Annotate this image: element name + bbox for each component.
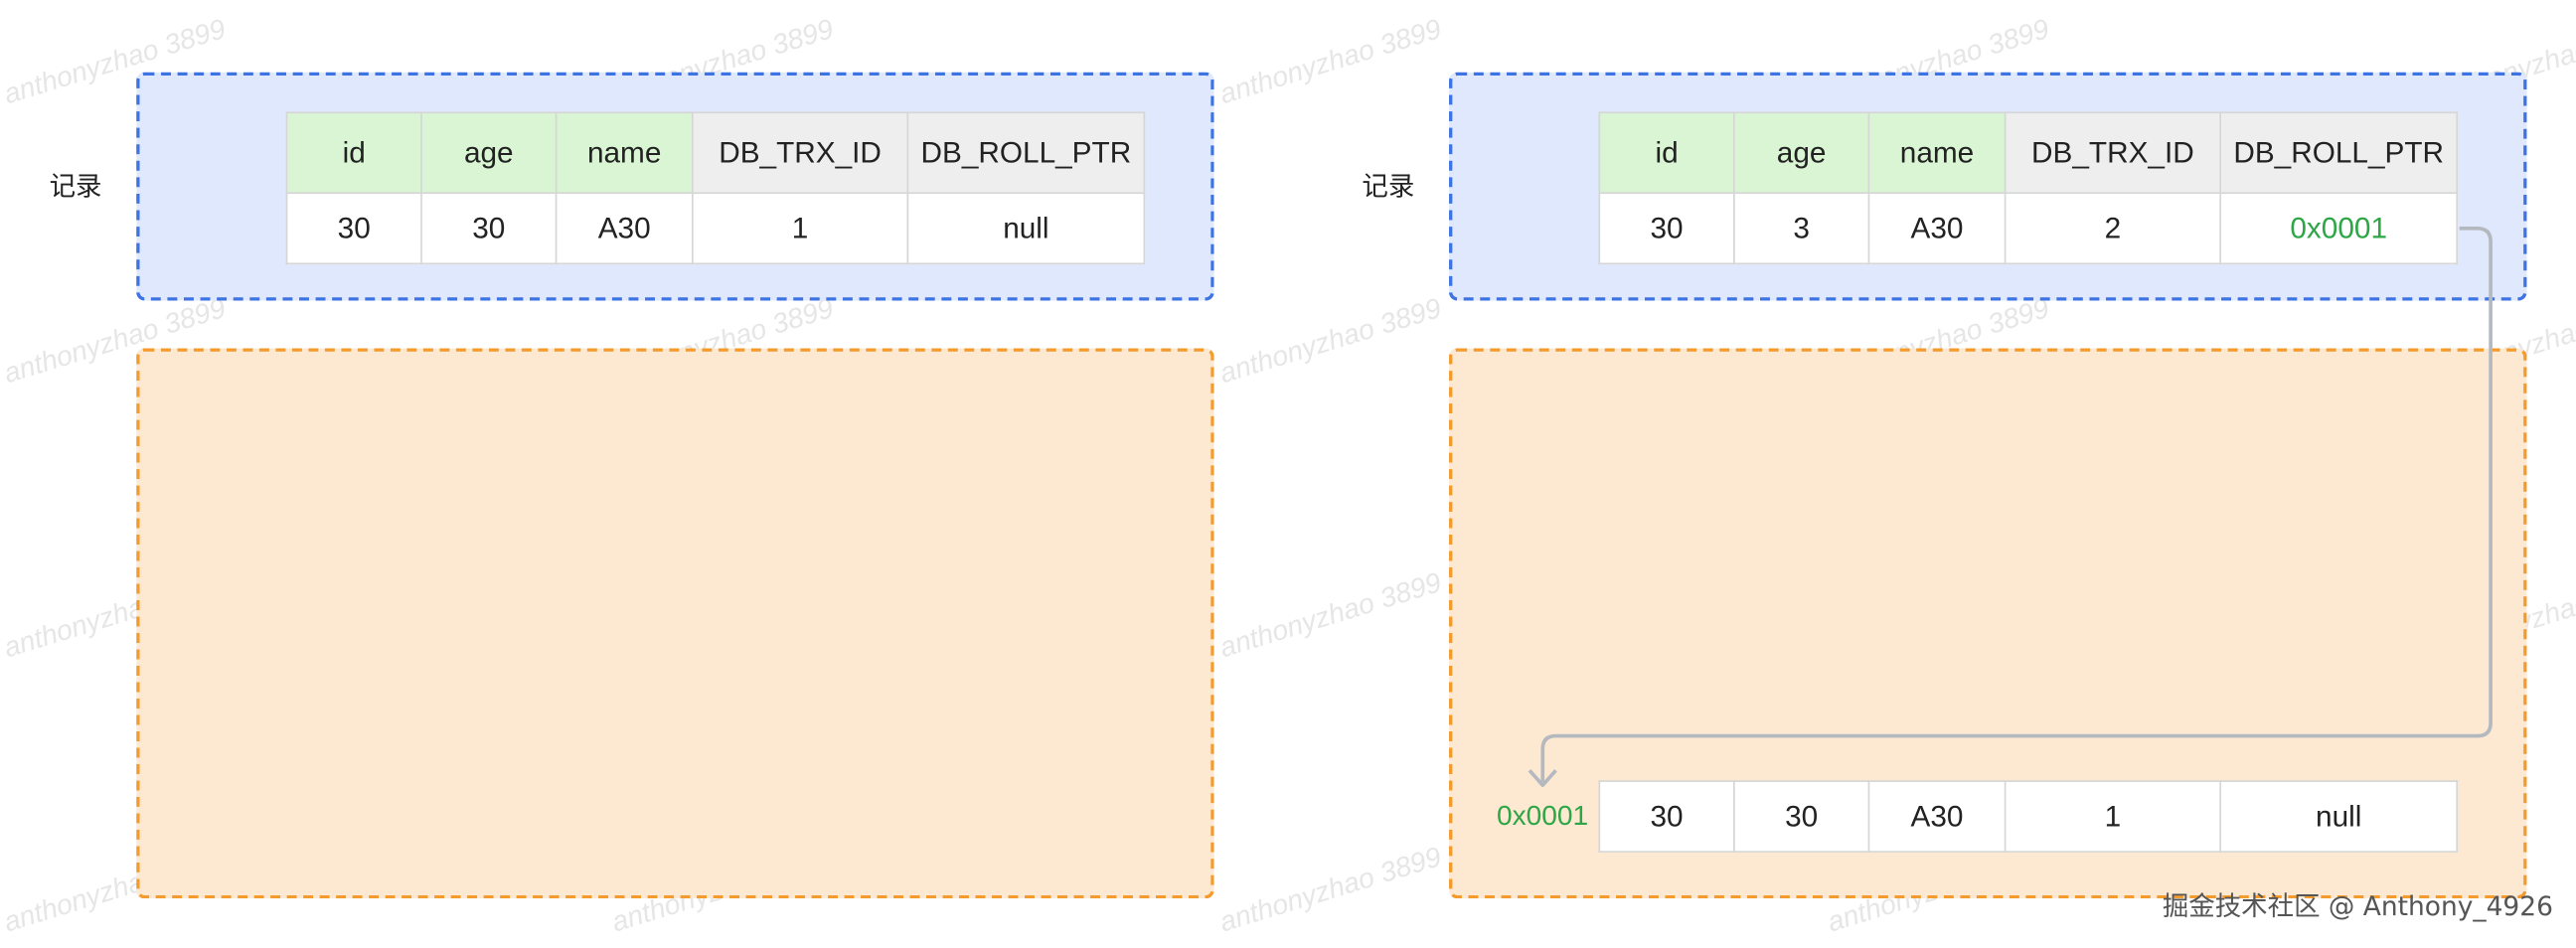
column-header-name: name <box>1867 111 2007 195</box>
cell-id: 30 <box>285 192 422 265</box>
column-header-db-roll-ptr: DB_ROLL_PTR <box>2219 111 2459 195</box>
undo-log-table: 30 30 A30 1 null <box>1598 780 2459 853</box>
left-record-label: 记录 <box>49 170 102 203</box>
column-header-id: id <box>1598 111 1735 195</box>
cell-db-roll-ptr: null <box>906 192 1146 265</box>
right-record-table: id age name DB_TRX_ID DB_ROLL_PTR 30 3 A… <box>1598 111 2459 265</box>
column-header-age: age <box>420 111 558 195</box>
right-record-label: 记录 <box>1362 170 1415 203</box>
cell-db-trx-id: 1 <box>691 192 909 265</box>
cell-age: 30 <box>420 192 558 265</box>
arrow-connector <box>1540 226 2493 782</box>
left-undo-log-panel <box>136 348 1214 899</box>
undo-cell-id: 30 <box>1598 780 1735 853</box>
undo-cell-db-trx-id: 1 <box>2004 780 2221 853</box>
undo-cell-name: A30 <box>1867 780 2007 853</box>
column-header-age: age <box>1733 111 1870 195</box>
table-header-row: id age name DB_TRX_ID DB_ROLL_PTR <box>285 111 1146 195</box>
undo-log-row: 30 30 A30 1 null <box>1598 780 2459 853</box>
cell-age: 3 <box>1733 192 1870 265</box>
undo-cell-age: 30 <box>1733 780 1870 853</box>
column-header-db-trx-id: DB_TRX_ID <box>691 111 909 195</box>
column-header-db-trx-id: DB_TRX_ID <box>2004 111 2221 195</box>
undo-log-address: 0x0001 <box>1496 800 1589 832</box>
undo-cell-db-roll-ptr: null <box>2219 780 2459 853</box>
table-row: 30 3 A30 2 0x0001 <box>1598 192 2459 265</box>
arrow-head <box>1528 769 1557 788</box>
column-header-name: name <box>555 111 694 195</box>
table-row: 30 30 A30 1 null <box>285 192 1146 265</box>
column-header-id: id <box>285 111 422 195</box>
column-header-db-roll-ptr: DB_ROLL_PTR <box>906 111 1146 195</box>
table-header-row: id age name DB_TRX_ID DB_ROLL_PTR <box>1598 111 2459 195</box>
cell-name: A30 <box>1867 192 2007 265</box>
cell-db-roll-ptr: 0x0001 <box>2219 192 2459 265</box>
cell-name: A30 <box>555 192 694 265</box>
cell-db-trx-id: 2 <box>2004 192 2221 265</box>
left-record-table: id age name DB_TRX_ID DB_ROLL_PTR 30 30 … <box>285 111 1146 265</box>
footer-credit: 掘金技术社区 @ Anthony_4926 <box>2162 889 2553 922</box>
